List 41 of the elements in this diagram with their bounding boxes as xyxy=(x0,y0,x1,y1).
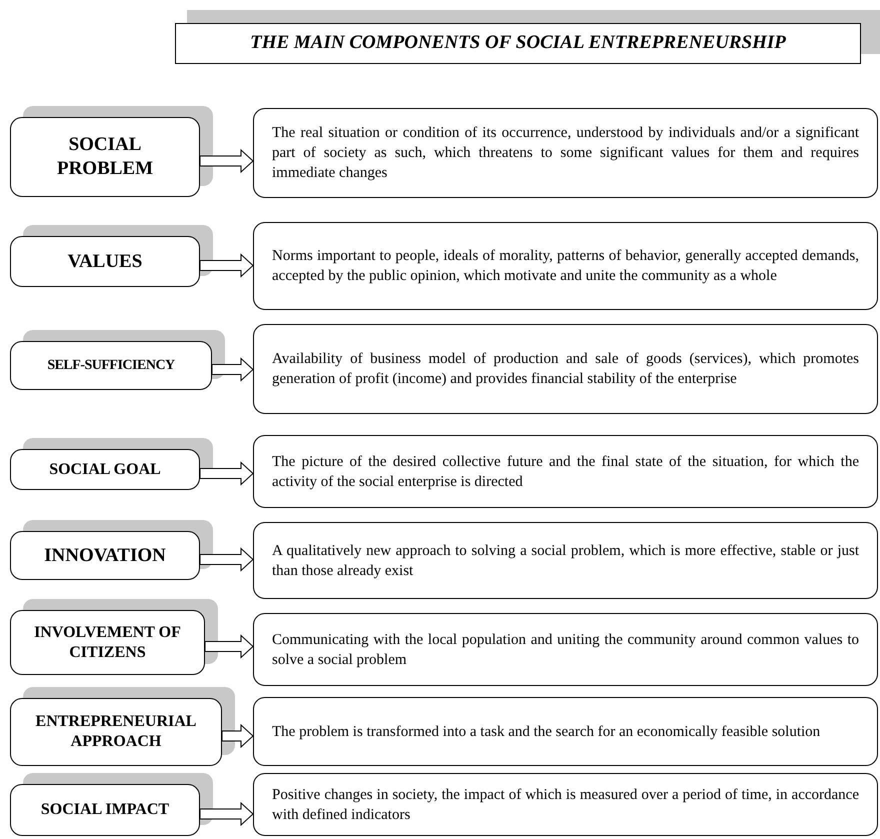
block-arrow xyxy=(200,461,254,486)
block-arrow xyxy=(200,547,254,572)
component-name: SELF-SUFFICIENCY xyxy=(47,356,175,374)
description-text: Norms important to people, ideals of morality, patterns of behavior, generally accepted demands, accepted by the public opinion, which motivate and unite the community as a whole xyxy=(272,247,859,286)
component-name: INNOVATION xyxy=(44,544,166,568)
description-text: Availability of business model of production and sale of goods (services), which promotes generation of profit (income) and provides financial stability of the enterprise xyxy=(272,350,859,389)
description-box xyxy=(253,108,878,198)
block-arrow xyxy=(212,357,254,382)
description-box xyxy=(253,522,878,599)
description-text: Positive changes in society, the impact of which is measured over a period of time, in accordance with defined indicators xyxy=(272,786,859,824)
component-name: SOCIAL GOAL xyxy=(49,460,161,480)
description-text: The picture of the desired collective future and the final state of the situation, for which the activity of the social enterprise is directed xyxy=(272,452,859,492)
block-arrow xyxy=(222,724,254,748)
description-text: The real situation or condition of its occurrence, understood by individuals and/or a significant part of society as such, which threatens to some significant values for them and requires immediate changes xyxy=(272,124,859,183)
description-box xyxy=(253,222,878,310)
description-box xyxy=(253,435,878,508)
component-box xyxy=(10,784,200,836)
block-arrow xyxy=(200,802,254,826)
component-box xyxy=(10,236,200,287)
component-name: SOCIAL IMPACT xyxy=(40,800,170,820)
description-box xyxy=(253,324,878,414)
block-arrow xyxy=(200,148,254,174)
component-box xyxy=(10,698,222,766)
component-name: INVOLVEMENT OF CITIZENS xyxy=(33,622,182,662)
block-arrow xyxy=(200,253,254,278)
component-name: ENTREPRENEURIAL APPROACH xyxy=(34,712,198,752)
description-box xyxy=(253,773,878,836)
block-arrow xyxy=(204,634,254,659)
component-box xyxy=(10,610,205,675)
description-box xyxy=(253,613,878,686)
component-name: VALUES xyxy=(68,250,142,274)
component-name: SOCIAL PROBLEM xyxy=(56,133,154,181)
component-box xyxy=(10,449,200,490)
description-text: Communicating with the local population and uniting the community around common values to solve a social problem xyxy=(272,630,859,670)
component-box xyxy=(10,117,200,197)
description-text: The problem is transformed into a task and the search for an economically feasible solution xyxy=(272,722,822,742)
component-box xyxy=(10,531,200,580)
title: THE MAIN COMPONENTS OF SOCIAL ENTREPRENEURSHIP xyxy=(250,31,786,56)
description-text: A qualitatively new approach to solving a social problem, which is more effective, stable or just than those already exist xyxy=(272,542,859,580)
component-box xyxy=(10,341,212,390)
description-box xyxy=(253,697,878,766)
